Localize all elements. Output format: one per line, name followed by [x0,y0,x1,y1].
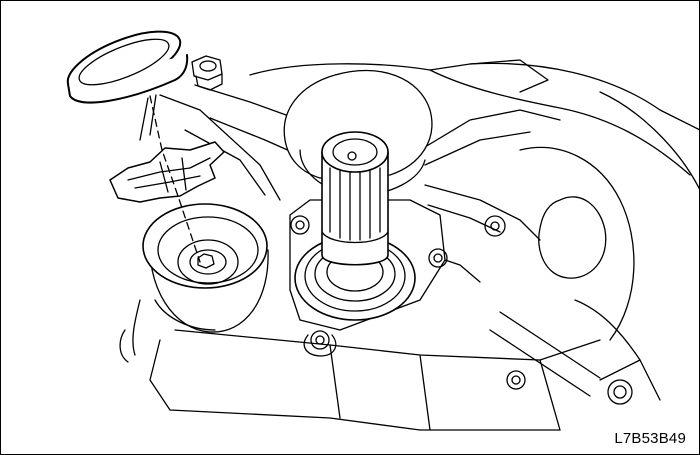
drain-plug-housing [142,203,269,333]
drain-plug [66,30,189,141]
bolt [191,55,223,91]
retaining-clip [109,141,225,203]
figure-code: L7B53B49 [614,430,686,447]
output-shaft [321,131,389,266]
alignment-line [149,95,201,263]
